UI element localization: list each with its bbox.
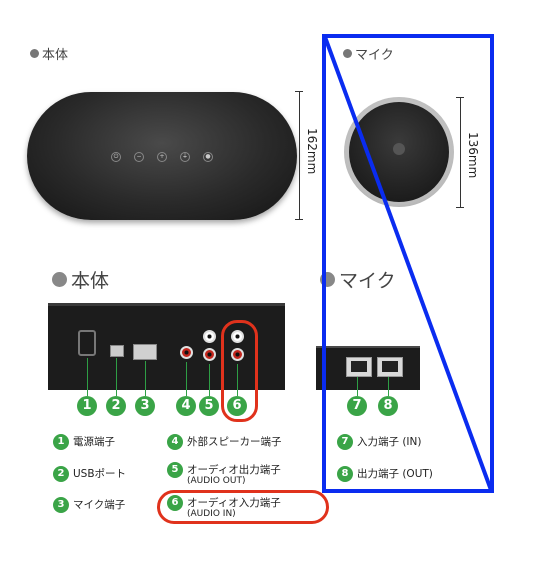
mic-top-title: マイク [343, 44, 394, 63]
legend-item-1: 1 電源端子 [53, 434, 115, 450]
leader-line-8 [388, 377, 389, 396]
leader-line-5 [209, 364, 210, 396]
unit-top-title: 本体 [30, 44, 68, 63]
unit-height-label: 162mm [305, 128, 319, 175]
unit-usb-button-icon: ⏚ [180, 152, 190, 162]
legend-number: 3 [53, 497, 69, 513]
unit-button-row: ⏻ − + ⏚ ● [111, 152, 213, 162]
leader-line-4 [186, 362, 187, 396]
callout-3: 3 [135, 396, 155, 416]
mic-highlight-box [322, 34, 494, 493]
unit-rear-title: 本体 [52, 266, 109, 293]
speaker-port-red-icon [180, 346, 193, 359]
legend-number: 8 [337, 466, 353, 482]
legend-number: 7 [337, 434, 353, 450]
callout-2: 2 [106, 396, 126, 416]
bullet-icon [343, 49, 352, 58]
legend-6-highlight [157, 490, 329, 524]
legend-label: 出力端子 (OUT) [357, 468, 433, 480]
leader-line-3 [145, 361, 146, 396]
unit-bluetooth-button-icon: ● [203, 152, 213, 162]
unit-volume-down-icon: − [134, 152, 144, 162]
legend-item-2: 2 USBポート [53, 466, 126, 482]
legend-label: 外部スピーカー端子 [187, 436, 282, 448]
unit-dimension-line [299, 91, 300, 219]
unit-dimension-cap-bottom [295, 219, 303, 220]
mic-height-label: 136mm [466, 132, 480, 179]
leader-line-7 [357, 377, 358, 396]
legend-label: 入力端子 (IN) [357, 436, 422, 448]
legend-item-3: 3 マイク端子 [53, 497, 125, 513]
audio-out-white-icon [203, 330, 216, 343]
legend-item-6: 6 オーディオ入力端子 (AUDIO IN) [167, 495, 281, 519]
unit-volume-up-icon: + [157, 152, 167, 162]
legend-label: オーディオ入力端子 [187, 497, 281, 509]
legend-item-7: 7 入力端子 (IN) [337, 434, 421, 450]
audio-in-red-icon [231, 348, 244, 361]
mic-dimension-line [460, 97, 461, 207]
legend-label: オーディオ出力端子 [187, 464, 281, 476]
mic-mute-button-icon [393, 143, 405, 155]
bullet-icon [30, 49, 39, 58]
legend-label-group: オーディオ入力端子 (AUDIO IN) [187, 495, 281, 519]
leader-line-1 [87, 358, 88, 396]
callout-8: 8 [378, 396, 398, 416]
mic-port-icon [133, 344, 157, 360]
legend-label-group: オーディオ出力端子 (AUDIO OUT) [187, 462, 281, 486]
legend-item-4: 4 外部スピーカー端子 [167, 434, 282, 450]
legend-label: 電源端子 [73, 436, 115, 448]
mic-rear-title-text: マイク [339, 270, 396, 292]
mic-out-port-icon [377, 357, 403, 377]
power-port-icon [78, 330, 96, 356]
legend-item-5: 5 オーディオ出力端子 (AUDIO OUT) [167, 462, 281, 486]
mic-dimension-cap-bottom [456, 207, 464, 208]
unit-rear-title-text: 本体 [71, 270, 110, 292]
leader-line-2 [116, 358, 117, 396]
callout-1: 1 [77, 396, 97, 416]
mic-top-title-text: マイク [355, 48, 394, 63]
audio-out-red-icon [203, 348, 216, 361]
usb-port-icon [110, 345, 124, 357]
legend-sublabel: (AUDIO IN) [187, 509, 236, 519]
unit-power-button-icon: ⏻ [111, 152, 121, 162]
mic-in-port-icon [346, 357, 372, 377]
legend-sublabel: (AUDIO OUT) [187, 476, 246, 486]
callout-4: 4 [176, 396, 196, 416]
legend-number: 2 [53, 466, 69, 482]
mic-strikeout-diagonal [323, 36, 493, 491]
legend-item-8: 8 出力端子 (OUT) [337, 466, 433, 482]
legend-label: USBポート [73, 468, 127, 480]
callout-7: 7 [347, 396, 367, 416]
audio-in-highlight [221, 320, 258, 422]
legend-number: 4 [167, 434, 183, 450]
legend-number: 1 [53, 434, 69, 450]
unit-top-title-text: 本体 [42, 48, 69, 63]
legend-label: マイク端子 [73, 499, 126, 511]
legend-number: 5 [167, 462, 183, 478]
bullet-icon [52, 272, 67, 287]
callout-5: 5 [199, 396, 219, 416]
leader-line-6 [237, 364, 238, 396]
